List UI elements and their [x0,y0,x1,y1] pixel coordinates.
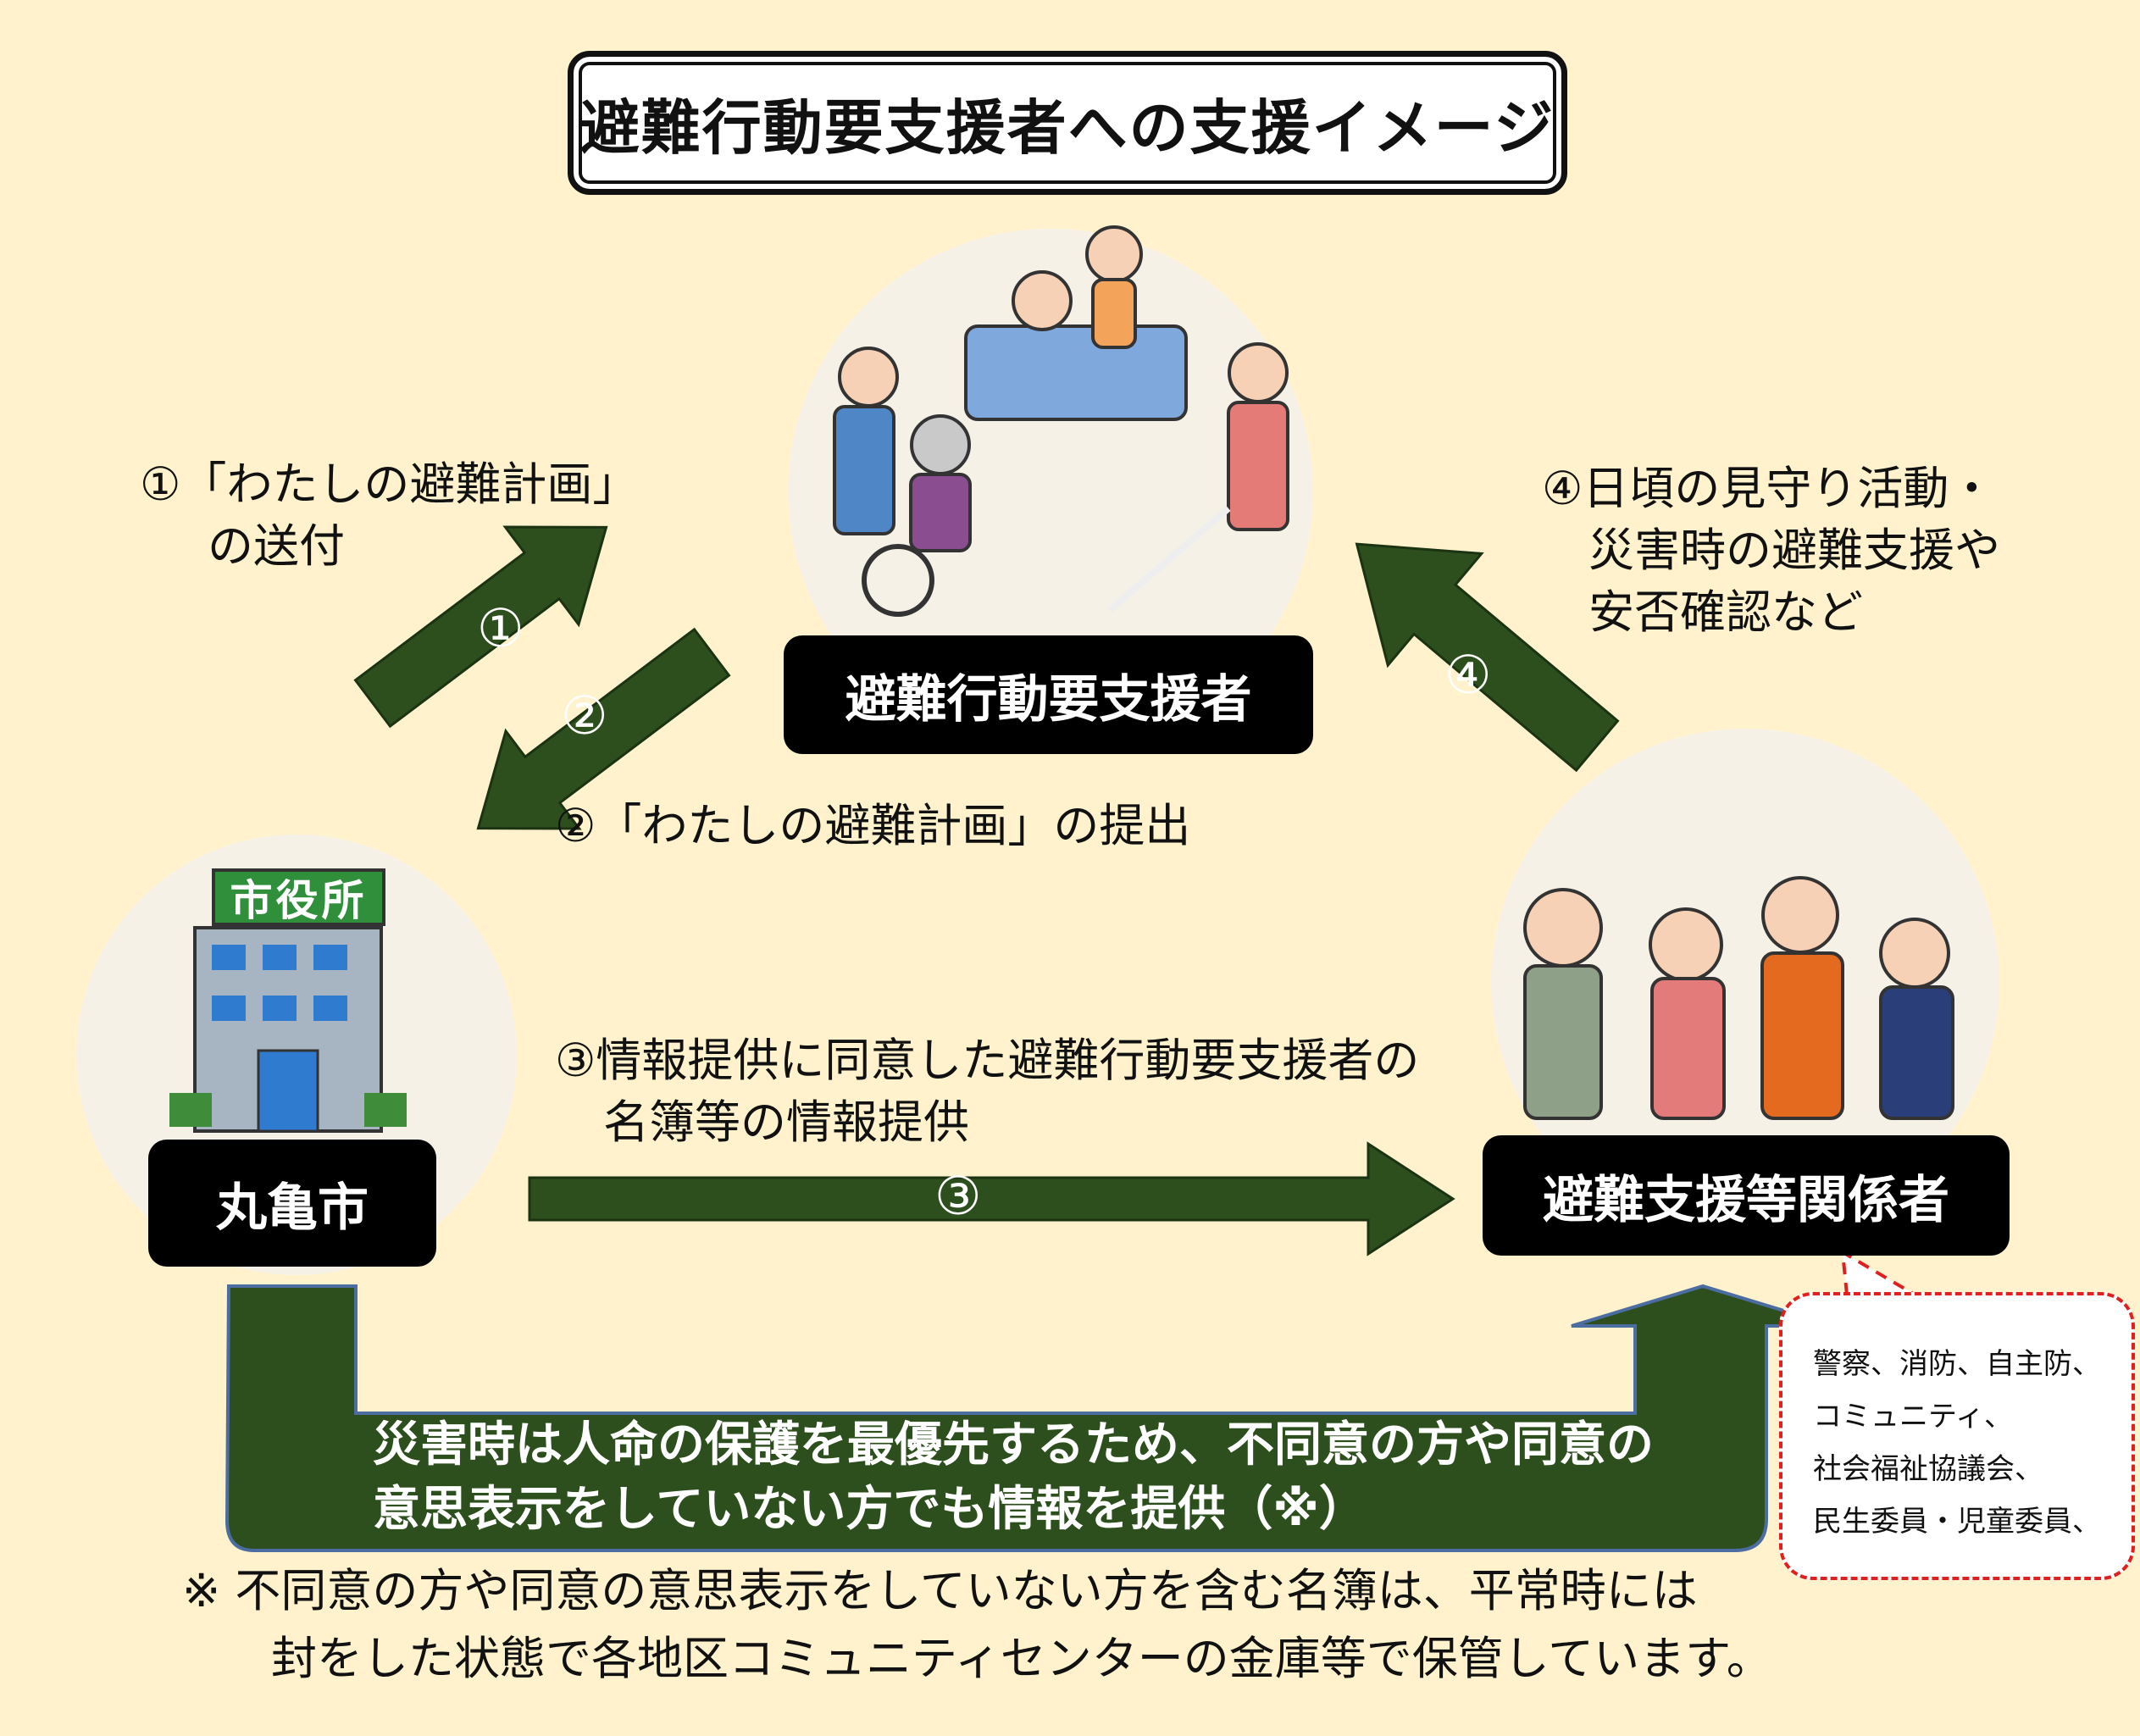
city-hall-illustration [169,926,407,1133]
bottom-arrow-text-line2: 意思表示をしていない方でも情報を提供（※） [373,1482,1367,1537]
callout-pointer [1840,1249,1916,1296]
step3-text-line2: 名簿等の情報提供 [603,1095,969,1149]
page-title: 避難行動要支援者への支援イメージ [568,51,1567,195]
arrow-1-number: ① [477,597,524,659]
step3-text-line1: ③情報提供に同意した避難行動要支援者の [555,1034,1420,1087]
supporters-callout: 警察、消防、自主防、 コミュニティ、 社会福祉協議会、 民生委員・児童委員、 [1779,1292,2135,1580]
callout-line: 民生委員・児童委員、 [1813,1505,2101,1539]
supporters-illustration [1523,876,1954,1120]
step4-text-line1: ④日頃の見守り活動・ [1542,462,1995,515]
city-hall-sign: 市役所 [212,868,385,926]
arrow-2 [476,627,731,830]
step1-text-line2: の送付 [208,519,345,573]
arrow-1 [353,525,608,729]
step4-text-line2: 災害時の避難支援や [1588,524,2000,577]
supported-person-label: 避難行動要支援者 [784,635,1313,754]
bottom-arrow-text-line1: 災害時は人命の保護を最優先するため、不同意の方や同意の [373,1417,1654,1473]
arrow-3 [528,1141,1455,1256]
footnote-line1: ※ 不同意の方や同意の意思表示をしていない方を含む名簿は、平常時には [182,1564,1698,1617]
footnote-line2: 封をした状態で各地区コミュニティセンターの金庫等で保管しています。 [271,1632,1772,1685]
bottom-u-arrow [225,1284,1835,1552]
arrow-3-number: ③ [934,1165,982,1227]
callout-line: コミュニティ、 [1813,1400,2013,1434]
arrow-2-number: ② [561,685,608,746]
arrow-4 [1355,542,1620,773]
callout-line: 警察、消防、自主防、 [1813,1347,2101,1381]
supporters-label: 避難支援等関係者 [1483,1135,2010,1256]
supported-people-illustration [833,225,1289,617]
step2-text: ②「わたしの避難計画」の提出 [555,799,1191,852]
step4-text-line3: 安否確認など [1588,585,1863,639]
arrow-4-number: ④ [1444,644,1492,706]
city-label: 丸亀市 [148,1140,436,1267]
callout-line: 社会福祉協議会、 [1813,1452,2043,1486]
step1-text-line1: ①「わたしの避難計画」 [140,458,639,511]
